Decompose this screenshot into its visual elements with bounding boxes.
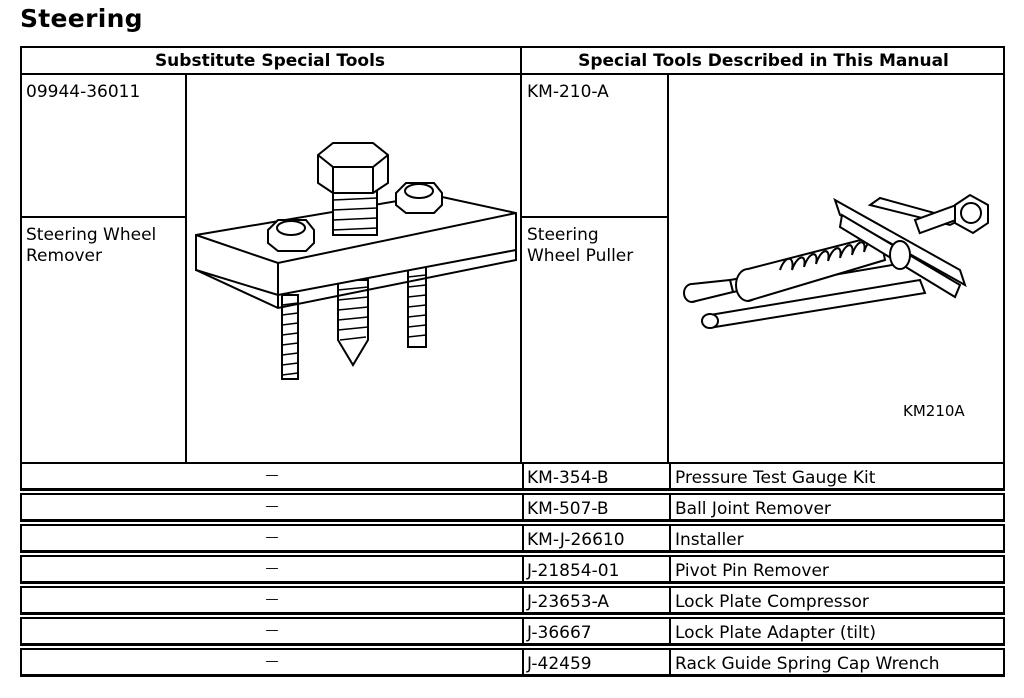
table-row: — KM-354-B Pressure Test Gauge Kit	[20, 462, 1005, 491]
substitute-tool-name-line1: Steering Wheel	[26, 225, 157, 245]
tool-description: Ball Joint Remover	[675, 499, 831, 519]
tool-number: KM-J-26610	[527, 530, 625, 550]
manual-tool-name: Steering Wheel Puller	[527, 225, 633, 267]
substitute-cell: —	[265, 499, 279, 514]
left-name-divider	[20, 216, 187, 218]
tool-description: Pressure Test Gauge Kit	[675, 468, 876, 488]
column-divider	[520, 46, 522, 464]
header-divider	[20, 73, 1005, 75]
substitute-cell: —	[265, 592, 279, 607]
substitute-cell: —	[265, 530, 279, 545]
table-row: — KM-J-26610 Installer	[20, 524, 1005, 553]
substitute-cell: —	[265, 561, 279, 576]
tool-description: Rack Guide Spring Cap Wrench	[675, 654, 940, 674]
table-row: — J-42459 Rack Guide Spring Cap Wrench	[20, 648, 1005, 677]
tool-description: Pivot Pin Remover	[675, 561, 829, 581]
puller-image-label: KM210A	[903, 402, 965, 420]
substitute-cell: —	[265, 468, 279, 483]
manual-tool-number: KM-210-A	[527, 82, 609, 102]
tool-number: J-21854-01	[527, 561, 620, 581]
tool-number: J-42459	[527, 654, 592, 674]
header-substitute-tools: Substitute Special Tools	[154, 51, 386, 71]
substitute-tool-name: Steering Wheel Remover	[26, 225, 156, 267]
substitute-tool-number: 09944-36011	[26, 82, 141, 102]
steering-wheel-remover-illustration	[195, 142, 517, 380]
tool-description: Installer	[675, 530, 744, 550]
tool-number: J-36667	[527, 623, 592, 643]
header-manual-tools: Special Tools Described in This Manual	[578, 51, 949, 71]
manual-tool-name-line1: Steering	[527, 225, 599, 245]
steering-wheel-puller-illustration	[683, 193, 989, 329]
left-image-divider	[185, 73, 187, 464]
tool-number: J-23653-A	[527, 592, 610, 612]
tool-description: Lock Plate Adapter (tilt)	[675, 623, 876, 643]
manual-tool-name-line2: Wheel Puller	[527, 246, 634, 266]
right-name-divider	[520, 216, 669, 218]
table-row: — J-21854-01 Pivot Pin Remover	[20, 555, 1005, 584]
tool-number: KM-507-B	[527, 499, 609, 519]
substitute-tool-name-line2: Remover	[26, 246, 102, 266]
table-row: — J-36667 Lock Plate Adapter (tilt)	[20, 617, 1005, 646]
substitute-cell: —	[265, 623, 279, 638]
tool-number: KM-354-B	[527, 468, 609, 488]
tool-description: Lock Plate Compressor	[675, 592, 869, 612]
page-title: Steering	[20, 4, 143, 33]
right-image-divider	[667, 73, 669, 464]
table-row: — J-23653-A Lock Plate Compressor	[20, 586, 1005, 615]
substitute-cell: —	[265, 654, 279, 669]
table-row: — KM-507-B Ball Joint Remover	[20, 493, 1005, 522]
